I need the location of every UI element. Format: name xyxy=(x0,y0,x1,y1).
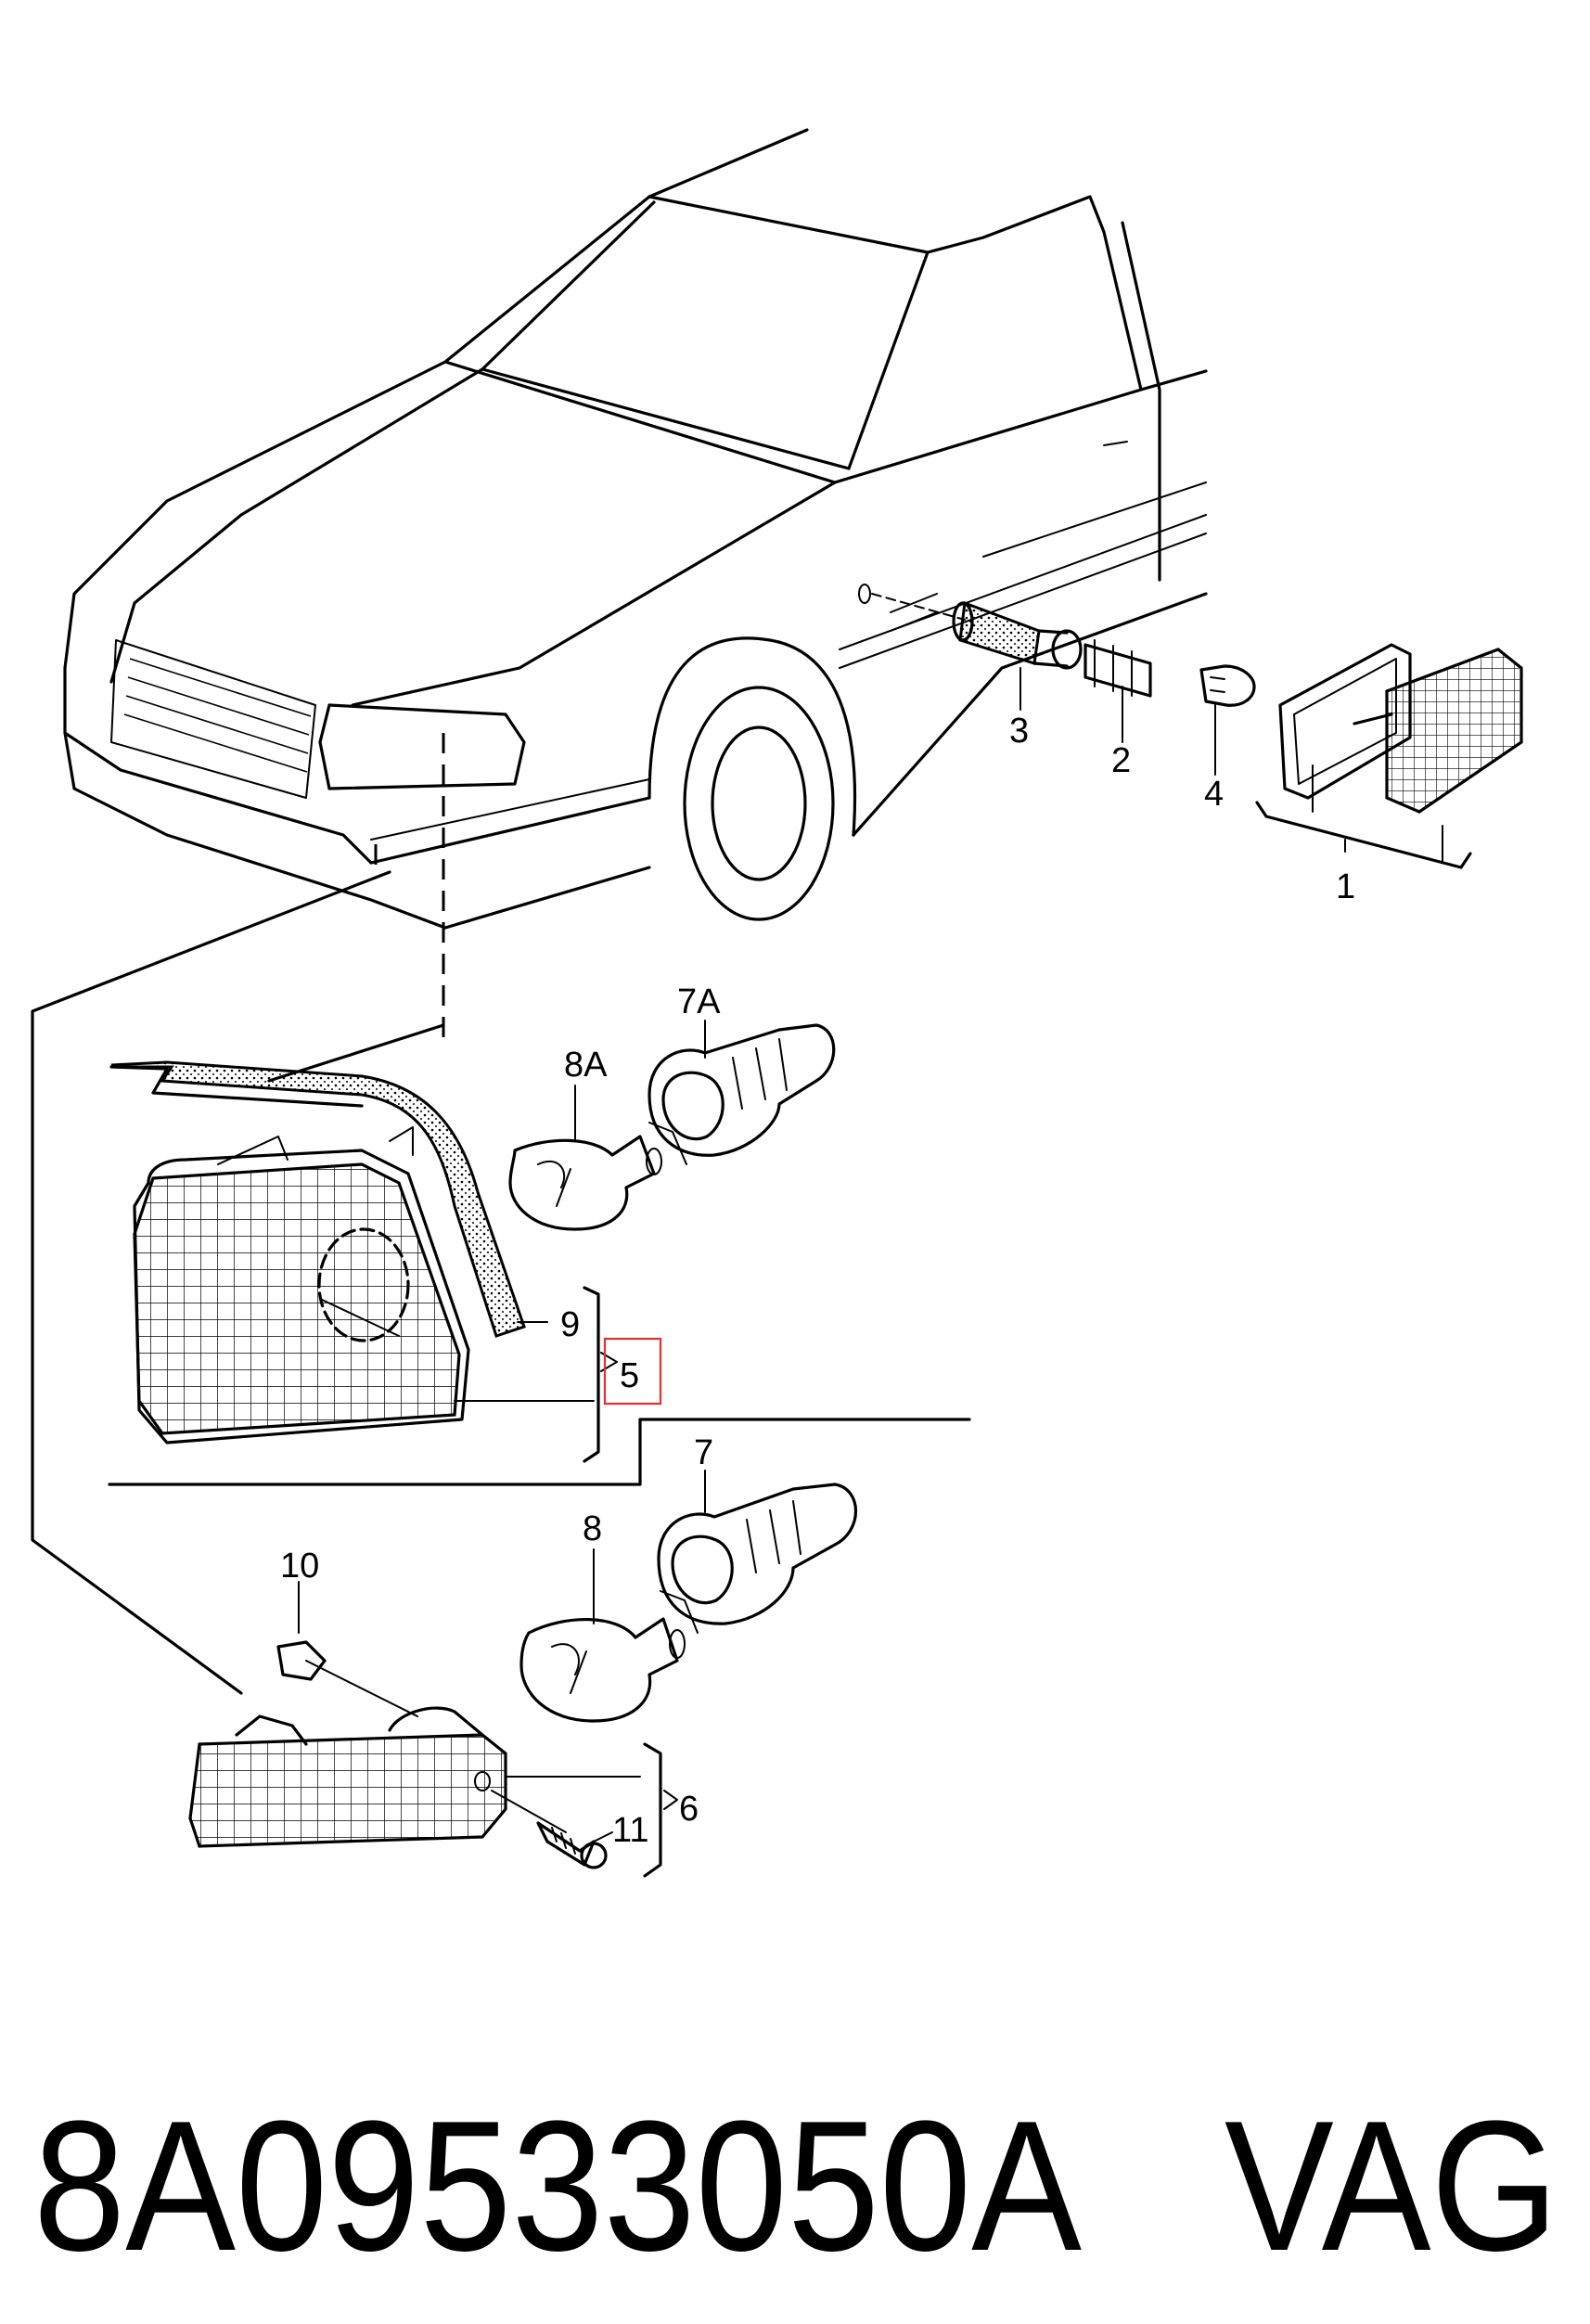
callout-10: 10 xyxy=(280,1547,319,1586)
car-body-illustration xyxy=(63,128,1208,930)
corner-lamp-assembly-part-5 xyxy=(109,1060,618,1463)
socket-part-7a xyxy=(648,1020,836,1165)
part-number-text: 8A09533050A xyxy=(33,2083,1083,2290)
bulb-part-8a xyxy=(508,1085,662,1231)
callout-5: 5 xyxy=(620,1356,639,1395)
callout-2: 2 xyxy=(1111,741,1131,780)
bulb-part-8 xyxy=(519,1548,686,1723)
grommet-part-3 xyxy=(952,600,1083,670)
callout-6: 6 xyxy=(679,1790,699,1829)
footer-caption: 8A09533050A VAG xyxy=(33,2083,1558,2290)
callout-1: 1 xyxy=(1336,867,1355,906)
callout-8a: 8A xyxy=(564,1046,608,1085)
bulb-holder-part-2 xyxy=(1084,639,1152,698)
callout-9: 9 xyxy=(560,1305,580,1344)
callout-8: 8 xyxy=(583,1509,602,1548)
leader-lines-side-marker xyxy=(1019,667,1216,776)
brand-text: VAG xyxy=(1225,2083,1558,2290)
socket-part-7 xyxy=(657,1470,857,1634)
callout-labels: 3 2 4 1 7A 8A 9 5 7 8 10 6 11 xyxy=(280,712,1355,1850)
bumper-lamp-assembly-part-6 xyxy=(188,1581,678,1878)
callout-4: 4 xyxy=(1204,775,1224,814)
callout-11: 11 xyxy=(612,1811,648,1850)
callout-7: 7 xyxy=(694,1433,713,1472)
callout-5-highlight-box xyxy=(603,1337,662,1406)
callout-3: 3 xyxy=(1009,712,1029,751)
bulb-part-4 xyxy=(1199,664,1256,707)
callout-7a: 7A xyxy=(677,982,721,1021)
side-marker-assembly xyxy=(871,593,1523,869)
side-marker-lamp-part-1 xyxy=(1278,643,1523,814)
